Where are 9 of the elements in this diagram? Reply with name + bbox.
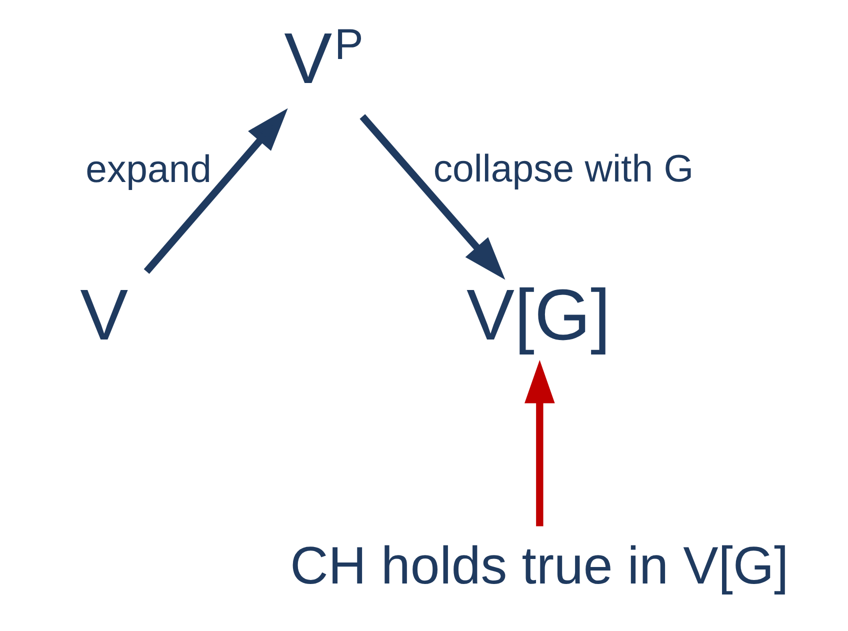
arrow — [524, 360, 554, 526]
node-text: V$^{P}$ — [284, 18, 363, 99]
node-text: CH holds true in V[G] — [290, 536, 788, 596]
arrow — [143, 108, 288, 274]
node-text: V[G] — [466, 275, 610, 356]
edge-label: expand — [85, 148, 212, 191]
arrow — [359, 114, 505, 280]
node-text: V — [80, 275, 128, 356]
edge-label: collapse with G — [432, 148, 694, 191]
